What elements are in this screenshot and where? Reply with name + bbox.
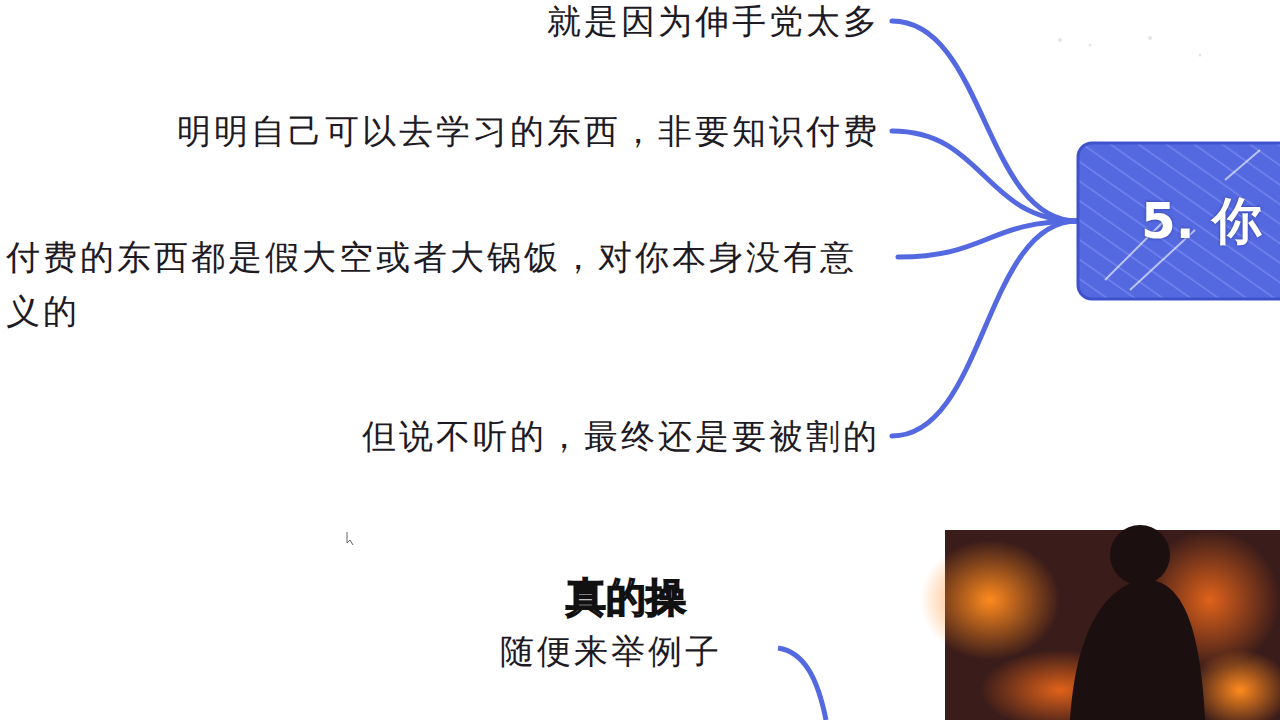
branch-text: 但说不听的，最终还是要被割的 xyxy=(362,409,880,463)
branch-connector xyxy=(892,131,1077,221)
branch-text: 付费的东西都是假大空或者大锅饭，对你本身没有意义的 xyxy=(6,230,886,338)
branch-topic: 就是因为伸手党太多 xyxy=(547,0,880,48)
branch-text: 随便来举例子 xyxy=(500,624,722,678)
branch-topic: 付费的东西都是假大空或者大锅饭，对你本身没有意义的 xyxy=(6,230,886,338)
topic-box: 5. 你 xyxy=(1075,140,1280,302)
box-outline xyxy=(1078,143,1280,299)
video-subtitle: 真的操 xyxy=(566,570,686,625)
branch-line xyxy=(778,648,826,720)
branch-text: 明明自己可以去学习的东西，非要知识付费 xyxy=(177,104,880,158)
branch-connector xyxy=(892,21,1077,221)
branch-topic: 随便来举例子 xyxy=(500,624,722,678)
mouse-cursor xyxy=(347,532,353,545)
branch-text: 就是因为伸手党太多 xyxy=(547,0,880,48)
branch-connector xyxy=(892,221,1077,436)
topic-title: 5. 你 xyxy=(1141,188,1280,255)
branch-topic: 明明自己可以去学习的东西，非要知识付费 xyxy=(177,104,880,158)
faint-marks xyxy=(1058,36,1202,57)
video-thumbnail xyxy=(920,525,1280,720)
branch-topic: 但说不听的，最终还是要被割的 xyxy=(362,409,880,463)
